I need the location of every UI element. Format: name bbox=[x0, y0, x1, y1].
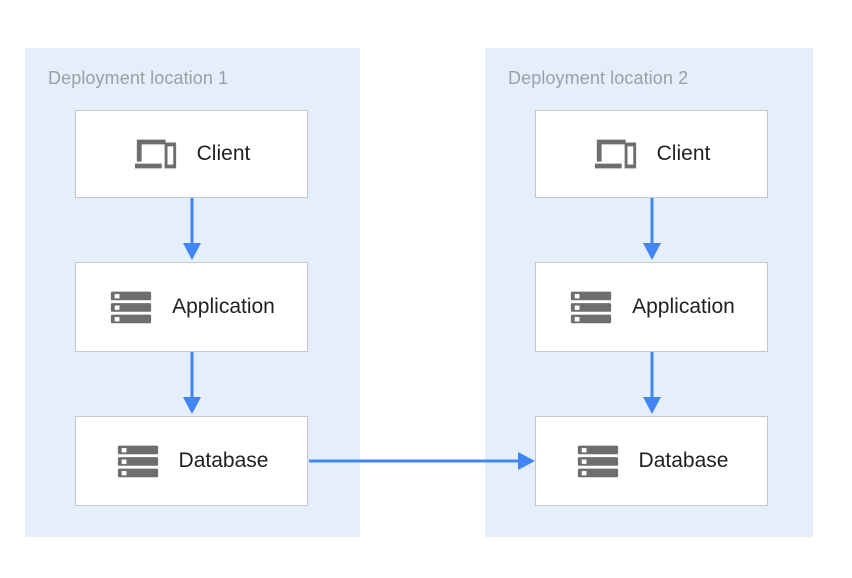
zone-label-deployment-location-2: Deployment location 2 bbox=[508, 68, 689, 88]
node-database-1[interactable]: Database bbox=[75, 416, 308, 506]
node-client-2[interactable]: Client bbox=[535, 110, 768, 198]
node-label-client-2: Client bbox=[656, 142, 711, 165]
server-stack-icon bbox=[117, 445, 158, 478]
zone-label-deployment-location-1: Deployment location 1 bbox=[48, 68, 229, 88]
node-label-application-1: Application bbox=[172, 295, 275, 318]
node-label-database-1: Database bbox=[178, 449, 269, 472]
node-label-database-2: Database bbox=[638, 449, 729, 472]
node-label-application-2: Application bbox=[632, 295, 735, 318]
client-devices-icon bbox=[134, 139, 176, 169]
node-application-2[interactable]: Application bbox=[535, 262, 768, 352]
server-stack-icon bbox=[571, 291, 612, 324]
node-database-2[interactable]: Database bbox=[535, 416, 768, 506]
server-stack-icon bbox=[577, 445, 618, 478]
node-label-client-1: Client bbox=[196, 142, 251, 165]
client-devices-icon bbox=[594, 139, 636, 169]
server-stack-icon bbox=[111, 291, 152, 324]
node-client-1[interactable]: Client bbox=[75, 110, 308, 198]
node-application-1[interactable]: Application bbox=[75, 262, 308, 352]
